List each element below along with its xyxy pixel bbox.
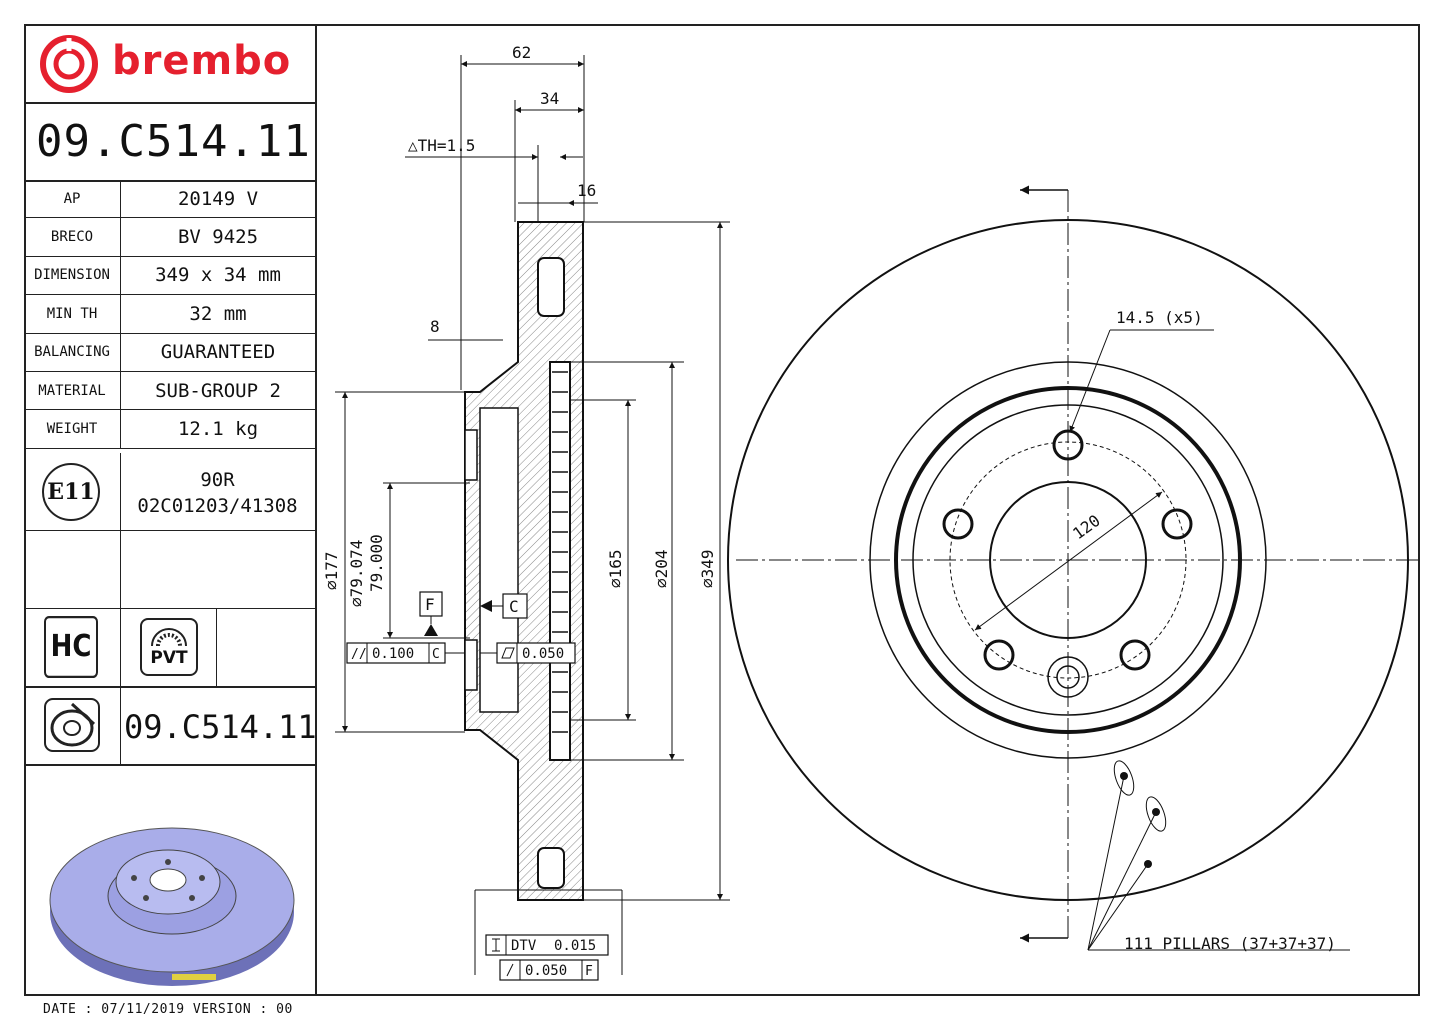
dim-62: 62 xyxy=(512,43,531,62)
dtv-frame: DTV 0.015 xyxy=(485,934,609,956)
blank-row xyxy=(24,530,315,609)
spec-key: DIMENSION xyxy=(24,256,121,296)
cert-line-1: 90R xyxy=(200,469,235,491)
parallelism-frame: // 0.100 C xyxy=(346,642,465,664)
pillars-label: 111 PILLARS (37+37+37) xyxy=(1124,934,1336,953)
parallelism-value: 0.100 xyxy=(372,646,414,662)
spec-key: MIN TH xyxy=(24,294,121,334)
dim-34: 34 xyxy=(540,89,559,108)
dim-d165: ∅165 xyxy=(606,549,625,588)
e11-mark-icon: E11 xyxy=(42,463,100,521)
flatness-frame: 0.050 xyxy=(480,642,576,664)
cert-mark-cell: E11 xyxy=(24,453,121,530)
datum-c-label: C xyxy=(509,597,519,616)
spec-value: GUARANTEED xyxy=(120,333,315,372)
spec-value: 349 x 34 mm xyxy=(120,256,315,296)
part-number-repeat: 09.C514.11 xyxy=(124,708,317,746)
part-number-row: 09.C514.11 xyxy=(24,686,317,766)
hc-cell: HC xyxy=(24,608,121,686)
dim-d349: ∅349 xyxy=(698,549,717,588)
dtv-value: 0.015 xyxy=(554,938,596,954)
pvt-gear-icon xyxy=(151,628,187,647)
dtv-icon xyxy=(492,938,500,952)
dtv-label: DTV xyxy=(511,938,537,954)
brembo-logo-icon xyxy=(40,35,98,93)
disc-section-cell xyxy=(24,686,121,764)
pvt-badge-icon: PVT xyxy=(140,618,198,676)
spec-key: MATERIAL xyxy=(24,371,121,411)
drawing-frame xyxy=(24,24,1420,996)
front-view xyxy=(727,185,1418,951)
dim-d79b: 79.000 xyxy=(367,534,386,592)
dim-8: 8 xyxy=(430,317,440,336)
spec-key: BALANCING xyxy=(24,333,121,372)
bolt-hole-label: 14.5 (x5) xyxy=(1116,308,1203,327)
dim-d204: ∅204 xyxy=(652,549,671,588)
badge-row: HC PVT xyxy=(24,608,315,688)
spec-key: AP xyxy=(24,180,121,219)
flatness-value: 0.050 xyxy=(522,646,564,662)
hc-badge-icon: HC xyxy=(44,615,98,679)
runout-icon xyxy=(506,963,514,977)
pillar-marker xyxy=(1152,808,1160,816)
pvt-label: PVT xyxy=(150,648,188,668)
dim-d79: ∅79.074 xyxy=(347,540,366,607)
spec-value: 20149 V xyxy=(120,180,315,219)
footer-version: DATE : 07/11/2019 VERSION : 00 xyxy=(43,1002,293,1017)
part-number: 09.C514.11 xyxy=(36,116,311,167)
datum-f-label: F xyxy=(425,595,435,614)
spec-value: 32 mm xyxy=(120,294,315,334)
dim-d177: ∅177 xyxy=(322,551,341,590)
spec-value: 12.1 kg xyxy=(120,409,315,449)
spec-key: BRECO xyxy=(24,217,121,257)
runout-frame: 0.050 F xyxy=(499,959,599,981)
dim-th-tolerance: △TH=1.5 xyxy=(408,136,475,155)
dimension-lines xyxy=(335,55,730,975)
cross-section xyxy=(464,221,584,901)
runout-value: 0.050 xyxy=(525,963,567,979)
flatness-icon xyxy=(501,647,515,659)
certification-box: E11 90R 02C01203/41308 xyxy=(24,453,315,531)
parallelism-ref: C xyxy=(432,647,440,662)
spec-key: WEIGHT xyxy=(24,409,121,449)
runout-ref: F xyxy=(585,964,593,979)
blank-cell xyxy=(24,530,121,608)
parallelism-icon: // xyxy=(351,647,367,662)
logo-area: brembo xyxy=(24,24,315,104)
spec-value: BV 9425 xyxy=(120,217,315,257)
disc-section-icon xyxy=(44,698,100,752)
pillar-marker xyxy=(1144,860,1152,868)
pillar-marker xyxy=(1120,772,1128,780)
datum-c: C xyxy=(480,593,528,619)
datum-f: F xyxy=(419,591,443,636)
spec-value: SUB-GROUP 2 xyxy=(120,371,315,411)
pvt-cell: PVT xyxy=(120,608,217,686)
dim-16: 16 xyxy=(577,181,596,200)
cert-line-2: 02C01203/41308 xyxy=(137,495,298,517)
disc-render-image xyxy=(49,827,295,986)
brand-name: brembo xyxy=(112,38,292,84)
